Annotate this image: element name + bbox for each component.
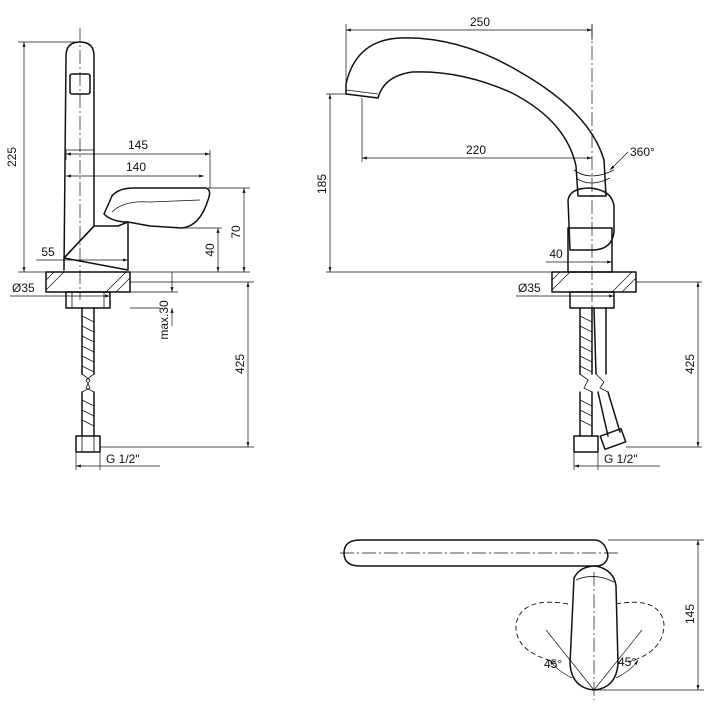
dim-body-offset: 55 [41, 245, 55, 259]
dim-front-thread: G 1/2" [604, 452, 638, 466]
dim-rotation: 360° [630, 145, 655, 159]
top-lever-swing [515, 601, 665, 663]
dim-spout-reach-outer: 145 [128, 138, 148, 152]
front-base-flange [551, 271, 637, 293]
dim-thread: G 1/2" [106, 452, 140, 466]
front-hose-angled [593, 307, 621, 437]
front-hose-straight [579, 307, 593, 437]
dim-base-diameter: Ø35 [12, 281, 35, 295]
side-base-flange [45, 271, 131, 293]
dim-width: 250 [470, 15, 490, 29]
dim-base-width: 40 [549, 247, 563, 261]
dim-front-hose-length: 425 [683, 354, 697, 374]
dim-max-thickness: max.30 [157, 300, 171, 340]
front-hose-nut-right [599, 427, 627, 451]
side-hose-nut [75, 435, 101, 453]
front-spout [345, 37, 607, 197]
side-view: 225 145 140 55 70 40 Ø35 max.30 [5, 28, 254, 470]
dim-base-height: 40 [203, 243, 217, 257]
side-lever [103, 187, 211, 229]
dim-total-height: 225 [5, 147, 19, 167]
side-shank [65, 291, 111, 309]
side-body [63, 221, 129, 271]
dim-spout-reach-inner: 140 [126, 160, 146, 174]
front-view: 250 185 220 360° 40 Ø35 425 G 1/2" [315, 15, 702, 470]
dim-hose-length: 425 [233, 354, 247, 374]
side-hose [81, 307, 95, 437]
dim-angle-right: 45° [618, 655, 636, 669]
dim-lever-height: 70 [229, 225, 243, 239]
top-view: 45° 45° 145 [340, 539, 704, 700]
front-hose-nut-left [573, 435, 599, 453]
dim-front-base-diameter: Ø35 [518, 281, 541, 295]
dim-depth: 145 [683, 604, 697, 624]
dim-outlet-height: 185 [315, 174, 329, 194]
front-body [567, 187, 615, 251]
side-spout-column [63, 41, 95, 271]
dim-angle-left: 45° [544, 657, 562, 671]
dim-outlet-reach: 220 [466, 143, 486, 157]
